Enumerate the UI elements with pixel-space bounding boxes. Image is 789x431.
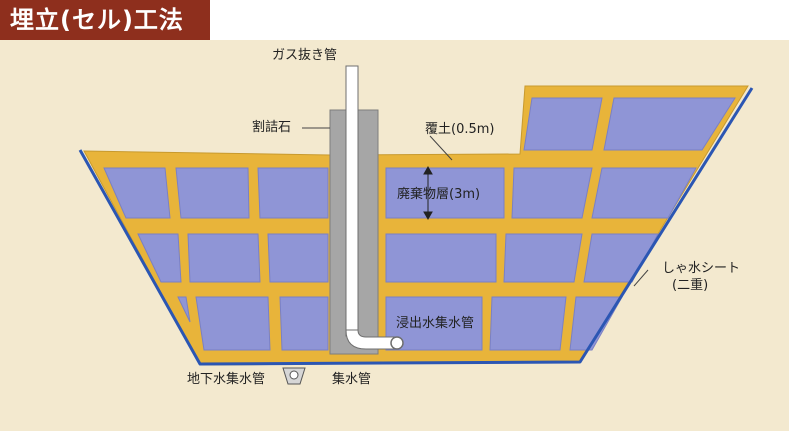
gas-vent-pipe (345, 65, 359, 337)
waste-cell (503, 233, 583, 283)
waste-cell (489, 296, 567, 351)
label-cover-soil: 覆土(0.5m) (425, 122, 495, 137)
waste-cell (267, 233, 329, 283)
label-collector-pipe: 集水管 (332, 372, 372, 387)
label-gas-vent-pipe: ガス抜き管 (272, 48, 338, 63)
waste-cell (603, 97, 736, 151)
waste-cell (187, 233, 261, 283)
label-groundwater-pipe: 地下水集水管 (187, 372, 266, 387)
waste-cell (591, 167, 697, 219)
waste-cell (511, 167, 593, 219)
page-title: 埋立(セル)工法 (0, 0, 210, 40)
leader-lines (302, 127, 649, 287)
waste-cell (177, 296, 191, 323)
waste-cell (583, 233, 659, 283)
label-liner-line1: しゃ水シート (662, 261, 741, 276)
waste-cell (279, 296, 329, 351)
groundwater-pipe-hole (289, 370, 299, 380)
waste-cell (195, 296, 271, 351)
waste-cell (103, 167, 171, 219)
label-waste-layer: 廃棄物層(3m) (397, 187, 481, 202)
waste-cell (385, 233, 497, 283)
leachate-pipe-end (390, 336, 404, 350)
waste-cell (137, 233, 182, 283)
waste-cell (385, 296, 483, 351)
waste-thickness-arrow (423, 165, 433, 221)
label-crushed-stone: 割詰石 (252, 120, 292, 135)
liner-sheet (78, 87, 754, 366)
waste-cell (385, 167, 505, 219)
waste-cell (523, 97, 603, 151)
label-liner-line2: (二重) (672, 278, 709, 293)
waste-cell (175, 167, 250, 219)
waste-cells (103, 97, 736, 351)
label-leachate-pipe: 浸出水集水管 (396, 316, 475, 331)
waste-cell (257, 167, 329, 219)
waste-cell (569, 296, 623, 351)
